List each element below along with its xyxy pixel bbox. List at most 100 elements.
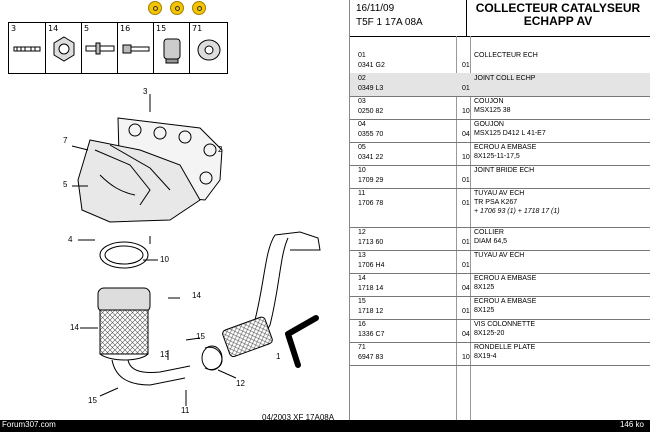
- header-code: T5F 1 17A 08A: [356, 17, 423, 28]
- flange-nut-icon: [163, 38, 181, 64]
- row-description: GOUJON MSX125 D412 L 41-E7: [474, 120, 650, 138]
- row-reference: 1706 H4: [358, 262, 385, 269]
- row-quantity: 01: [462, 177, 470, 184]
- description-line: RONDELLE PLATE: [474, 344, 536, 351]
- row-reference: 0349 L3: [358, 85, 384, 92]
- stud-icon: [85, 42, 115, 55]
- description-line: TR PSA K267: [474, 199, 518, 206]
- part-cell[interactable]: 15: [154, 23, 190, 73]
- row-description: RONDELLE PLATE 8X19-4: [474, 343, 650, 361]
- header-divider: [466, 0, 467, 36]
- description-line: ECROU A EMBASE: [474, 298, 537, 305]
- row-number: 03: [358, 98, 366, 105]
- row-reference: 6947 83: [358, 354, 384, 361]
- callout-14: 14: [70, 323, 79, 332]
- row-quantity: 01: [462, 85, 470, 92]
- part-cell[interactable]: 5: [82, 23, 118, 73]
- callout-4: 4: [68, 235, 73, 244]
- description-line: MSX125 D412 L 41-E7: [474, 130, 546, 137]
- description-line: 8X125-11-17,5: [474, 153, 520, 160]
- description-line: COLLECTEUR ECH: [474, 52, 538, 59]
- forum-label[interactable]: Forum307.com: [2, 420, 56, 429]
- description-line: GOUJON: [474, 121, 504, 128]
- row-description: ECROU A EMBASE 8X125-11-17,5: [474, 143, 650, 161]
- description-line: JOINT COLL ECHP: [474, 75, 536, 82]
- row-reference: 0341 22: [358, 154, 384, 161]
- row-description: COUJON MSX125 38: [474, 97, 650, 115]
- diagram-panel: 3 14 5 16 15 71: [8, 0, 350, 432]
- row-quantity: 01: [462, 239, 470, 246]
- document-reference: 04/2003 XF 17A08A: [262, 413, 335, 422]
- row-reference: 1713 60: [358, 239, 384, 246]
- row-quantity: 01: [462, 262, 470, 269]
- list-header: 16/11/09 T5F 1 17A 08A COLLECTEUR CATALY…: [350, 0, 650, 37]
- stud-icon: [13, 46, 41, 52]
- description-line: + 1706 93 (1) + 1718 17 (1): [474, 208, 560, 215]
- description-line: 8X125: [474, 307, 495, 314]
- row-reference: 1706 78: [358, 200, 384, 207]
- part-cell[interactable]: 71: [190, 23, 227, 73]
- description-line: ECROU A EMBASE: [474, 275, 537, 282]
- row-number: 14: [358, 275, 366, 282]
- row-number: 16: [358, 321, 366, 328]
- callout-13: 13: [160, 350, 169, 359]
- description-line: JOINT BRIDE ECH: [474, 167, 535, 174]
- row-quantity: 01: [462, 62, 470, 69]
- zoom-in-icon[interactable]: [148, 1, 162, 15]
- callout-3: 3: [143, 87, 148, 96]
- description-line: 8X19-4: [474, 353, 497, 360]
- print-icon[interactable]: [192, 1, 206, 15]
- callout-14: 14: [192, 291, 201, 300]
- row-quantity: 10: [462, 354, 470, 361]
- description-line: VIS COLONNETTE: [474, 321, 536, 328]
- row-number: 04: [358, 121, 366, 128]
- header-title-line1: COLLECTEUR CATALYSEUR: [475, 1, 641, 15]
- parts-bar: 3 14 5 16 15 71: [8, 22, 228, 74]
- row-quantity: 04: [462, 331, 470, 338]
- row-number: 71: [358, 344, 366, 351]
- row-quantity: 04: [462, 285, 470, 292]
- description-line: COLLIER: [474, 229, 504, 236]
- row-reference: 0341 G2: [358, 62, 385, 69]
- row-quantity: 10: [462, 154, 470, 161]
- callout-1: 1: [276, 352, 281, 361]
- callout-10: 10: [160, 255, 169, 264]
- description-line: MSX125 38: [474, 107, 511, 114]
- part-cell[interactable]: 16: [118, 23, 154, 73]
- callout-11: 11: [181, 406, 190, 415]
- row-description: TUYAU AV ECH: [474, 251, 650, 260]
- row-quantity: 01: [462, 200, 470, 207]
- description-line: ECROU A EMBASE: [474, 144, 537, 151]
- column-divider: [470, 36, 471, 420]
- description-line: 8X125: [474, 284, 495, 291]
- table-row[interactable]: 71 6947 83 10 RONDELLE PLATE 8X19-4: [350, 342, 650, 366]
- description-line: COUJON: [474, 98, 504, 105]
- nut-icon: [53, 36, 75, 62]
- callout-2: 2: [218, 145, 223, 154]
- part-cell[interactable]: 3: [9, 23, 46, 73]
- row-number: 11: [358, 190, 366, 197]
- file-size: 146 ko: [619, 420, 644, 429]
- description-line: 8X125-20: [474, 330, 505, 337]
- exhaust-diagram: [71, 94, 321, 406]
- header-date: 16/11/09: [356, 3, 395, 14]
- zoom-out-icon[interactable]: [170, 1, 184, 15]
- callout-5: 5: [63, 180, 68, 189]
- row-description: VIS COLONNETTE 8X125-20: [474, 320, 650, 338]
- footer-bar: Forum307.com 146 ko: [0, 420, 650, 432]
- part-cell[interactable]: 14: [46, 23, 82, 73]
